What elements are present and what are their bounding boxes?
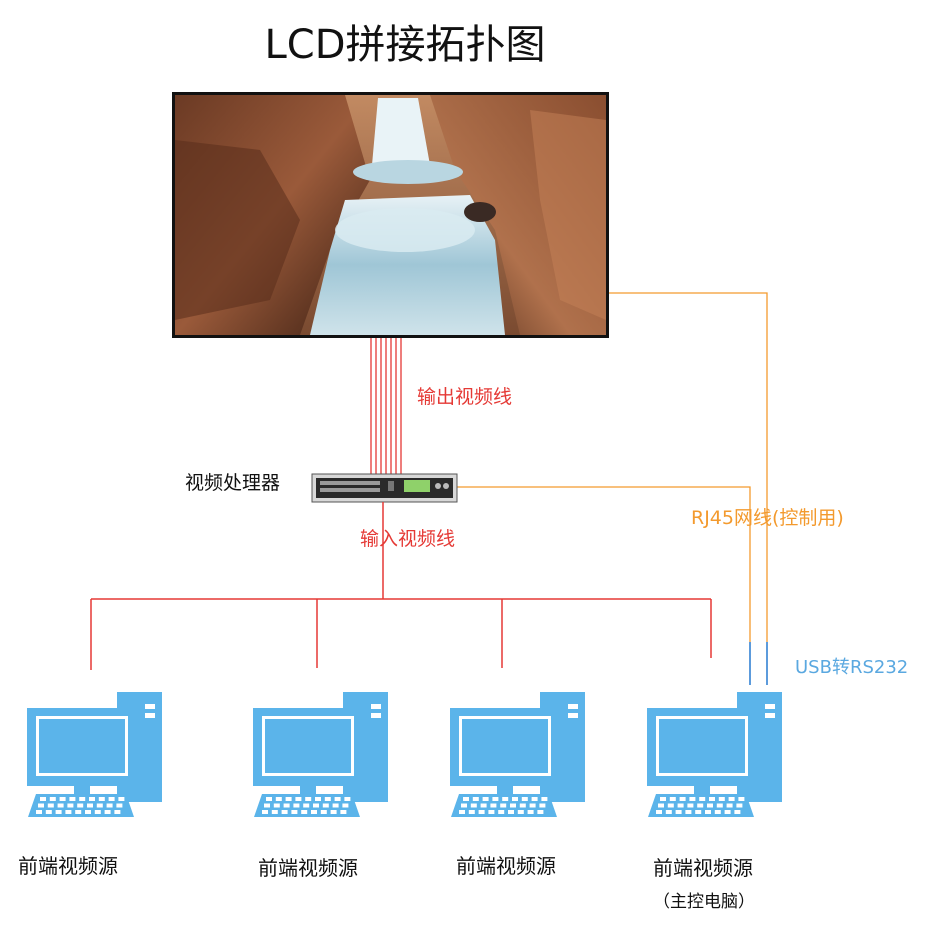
usb-rs232-cable	[750, 642, 767, 685]
source-label-3: 前端视频源	[456, 850, 556, 879]
desktop-computer-icon	[647, 692, 782, 817]
output-cable-label: 输出视频线	[417, 382, 512, 409]
rj45-label: RJ45网线(控制用)	[691, 503, 844, 530]
processor-label: 视频处理器	[185, 468, 280, 495]
page-title: LCD拼接拓扑图	[0, 12, 810, 70]
source-label-4: 前端视频源	[653, 852, 753, 881]
input-cable-label: 输入视频线	[360, 524, 455, 551]
output-video-cables	[371, 338, 401, 478]
usb-label: USB转RS232	[795, 653, 908, 679]
desktop-computer-icon	[450, 692, 585, 817]
desktop-computer-icon	[27, 692, 162, 817]
source-label-1: 前端视频源	[18, 850, 118, 879]
rj45-cable	[455, 293, 767, 642]
computers	[27, 692, 782, 817]
lcd-display	[172, 92, 609, 338]
source-label-2: 前端视频源	[258, 852, 358, 881]
rack-processor-icon	[312, 474, 457, 502]
desktop-computer-icon	[253, 692, 388, 817]
source-sublabel-4: （主控电脑）	[653, 887, 755, 912]
waterfall-display-icon	[175, 95, 606, 335]
